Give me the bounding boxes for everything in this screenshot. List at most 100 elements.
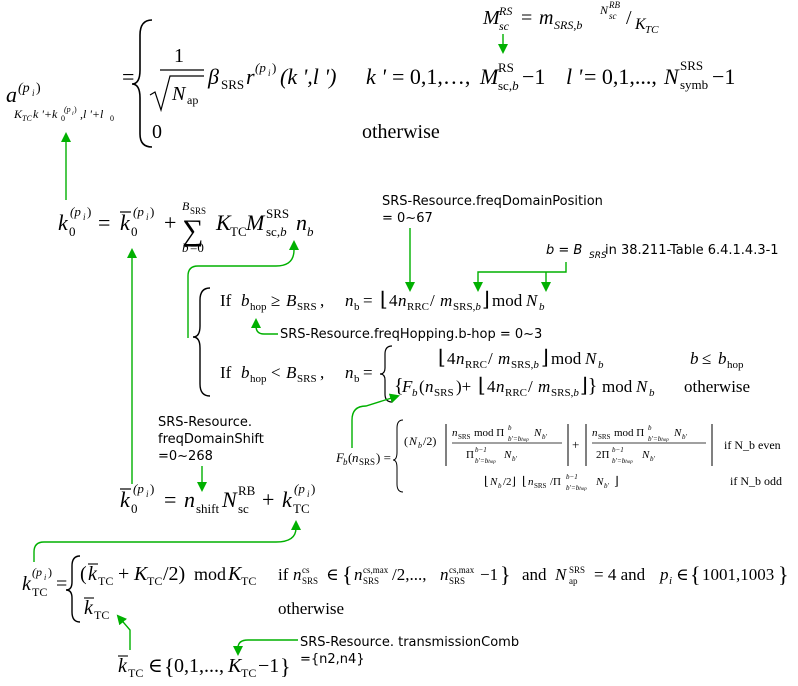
- svg-text:): ): [48, 565, 52, 579]
- svg-text:(: (: [80, 563, 87, 585]
- svg-text:mod: mod: [194, 564, 226, 584]
- svg-text:mod: mod: [492, 291, 523, 310]
- svg-text:N: N: [221, 487, 238, 512]
- svg-text:b: b: [539, 301, 545, 313]
- svg-text:b'=bhop: b'=bhop: [612, 457, 633, 465]
- annotation-freq-domain-position: SRS-Resource.freqDomainPosition = 0~67: [382, 194, 603, 226]
- svg-text:b': b': [512, 455, 518, 463]
- arrow-freq-hopping: [251, 318, 278, 335]
- svg-text:TC: TC: [128, 666, 143, 680]
- svg-text:ap: ap: [569, 576, 578, 586]
- svg-text:b'=bhop: b'=bhop: [566, 484, 587, 492]
- svg-text:otherwise: otherwise: [362, 121, 440, 143]
- svg-text:RRC: RRC: [407, 301, 429, 313]
- svg-text:ap: ap: [187, 93, 198, 107]
- svg-text:)+: )+: [456, 377, 471, 396]
- svg-text:0: 0: [110, 114, 114, 123]
- svg-text:n: n: [398, 291, 407, 310]
- svg-text:={n2,n4}: ={n2,n4}: [300, 652, 365, 667]
- green-arrows: [33, 34, 567, 656]
- svg-text:≥: ≥: [271, 291, 280, 310]
- svg-text:0: 0: [152, 121, 162, 143]
- svg-text:): ): [150, 204, 154, 219]
- svg-text:(p: (p: [18, 81, 30, 96]
- svg-text:b: b: [182, 240, 189, 255]
- annotation-freq-hopping: SRS-Resource.freqHopping.b-hop = 0~3: [280, 327, 542, 342]
- svg-text:k: k: [22, 573, 32, 595]
- svg-text:K: K: [133, 563, 149, 585]
- svg-text:F: F: [401, 377, 413, 396]
- svg-text:r: r: [246, 64, 255, 89]
- svg-text:cs: cs: [302, 565, 310, 575]
- annotation-transmission-comb: SRS-Resource. transmissionComb ={n2,n4}: [300, 635, 519, 667]
- svg-text:=: =: [122, 64, 134, 89]
- svg-text:<: <: [271, 363, 281, 382]
- svg-text:=: =: [363, 363, 373, 382]
- svg-text:b: b: [649, 387, 655, 399]
- svg-text:m: m: [538, 377, 550, 396]
- svg-text:TC: TC: [293, 501, 310, 516]
- svg-text:a: a: [6, 82, 17, 107]
- svg-text:/: /: [430, 291, 435, 310]
- svg-text:/2,...,: /2,...,: [392, 565, 426, 584]
- svg-text:⌊: ⌊: [438, 347, 446, 369]
- svg-text:SRS: SRS: [598, 433, 611, 441]
- svg-text:SRS: SRS: [266, 206, 289, 221]
- svg-text:n: n: [184, 487, 195, 512]
- svg-text:n: n: [293, 565, 302, 584]
- svg-text:freqDomainShift: freqDomainShift: [158, 432, 264, 447]
- svg-text:b: b: [498, 482, 502, 490]
- svg-text:N: N: [673, 427, 682, 439]
- svg-text:sc,b: sc,b: [498, 78, 519, 93]
- svg-text:1: 1: [174, 45, 184, 67]
- svg-text:}: }: [778, 562, 789, 587]
- svg-text:SRS,b: SRS,b: [554, 18, 582, 32]
- svg-text:hop: hop: [250, 373, 267, 385]
- svg-text:m: m: [539, 7, 553, 29]
- svg-text:N: N: [554, 565, 568, 584]
- svg-text:β: β: [207, 64, 219, 89]
- svg-text:hop: hop: [727, 359, 744, 371]
- svg-text:b−1: b−1: [475, 446, 487, 454]
- svg-text:SRS-Resource.: SRS-Resource.: [158, 415, 252, 430]
- svg-text:and: and: [522, 565, 547, 584]
- svg-text:b: b: [412, 387, 418, 399]
- svg-text:M: M: [245, 210, 266, 235]
- svg-text:B: B: [182, 199, 190, 213]
- svg-text:SRS-Resource. transmissionComb: SRS-Resource. transmissionComb: [300, 635, 519, 650]
- svg-text:SRS: SRS: [302, 576, 318, 586]
- svg-text:SRS: SRS: [297, 301, 317, 313]
- svg-text:/2⌋: /2⌋: [503, 476, 516, 488]
- svg-text:TC: TC: [98, 574, 113, 588]
- svg-text:b: b: [718, 349, 727, 368]
- svg-text:n: n: [592, 427, 598, 439]
- svg-text:otherwise: otherwise: [278, 599, 344, 618]
- svg-text:b: b: [241, 291, 250, 310]
- svg-text:SRS: SRS: [680, 58, 703, 73]
- svg-text:−1: −1: [258, 655, 279, 677]
- annotation-freq-domain-shift: SRS-Resource. freqDomainShift =0~268: [158, 415, 264, 464]
- svg-text:∑: ∑: [182, 214, 203, 247]
- svg-text:b: b: [343, 457, 348, 467]
- arrow-kbartc-to-ktc: [116, 614, 131, 650]
- svg-text:b: b: [354, 373, 360, 385]
- svg-text:RB: RB: [238, 483, 256, 498]
- svg-text:N: N: [408, 434, 418, 448]
- arrow-fb-to-nb: [351, 393, 400, 448]
- svg-text:= 0,1,...,: = 0,1,...,: [584, 64, 657, 89]
- svg-text:+: +: [572, 437, 579, 452]
- svg-text:N: N: [533, 427, 542, 439]
- svg-text:0: 0: [61, 114, 65, 123]
- svg-text:SRS: SRS: [363, 576, 379, 586]
- svg-text:m: m: [440, 291, 452, 310]
- svg-text:SRS: SRS: [534, 482, 547, 490]
- svg-text:N: N: [635, 377, 649, 396]
- svg-text:TC: TC: [645, 24, 659, 36]
- svg-text:RRC: RRC: [505, 387, 527, 399]
- svg-text:b−1: b−1: [566, 473, 578, 481]
- svg-text:+: +: [262, 487, 274, 512]
- svg-text:TC: TC: [230, 224, 247, 239]
- svg-text:TC: TC: [241, 574, 256, 588]
- svg-text:b: b: [354, 301, 360, 313]
- svg-text:k: k: [58, 210, 69, 235]
